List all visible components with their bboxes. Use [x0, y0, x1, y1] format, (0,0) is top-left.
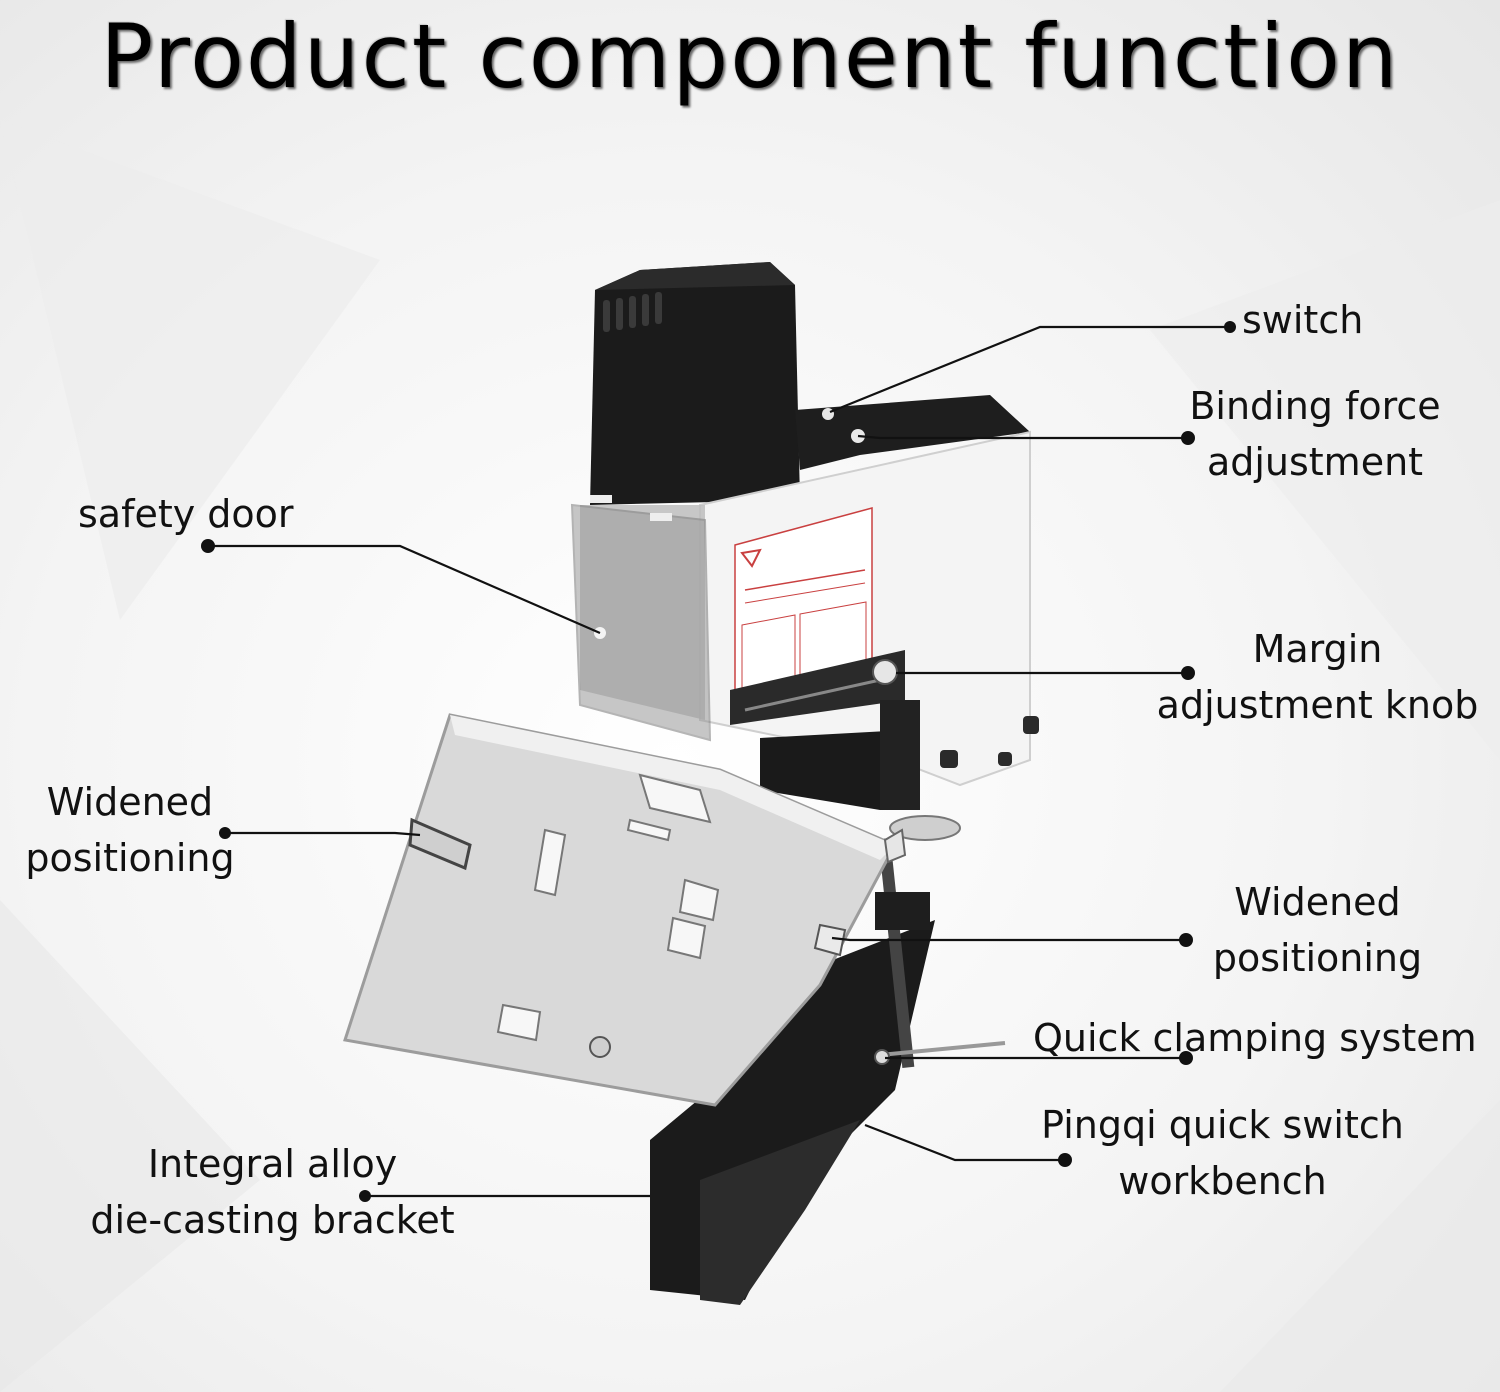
label-margin-knob-line2: adjustment knob [1156, 683, 1479, 727]
label-quick-clamping: Quick clamping system [1033, 1016, 1477, 1060]
label-pingqi-line1: Pingqi quick switch [1041, 1103, 1404, 1147]
label-binding-force-line1: Binding force [1189, 384, 1441, 428]
label-safety-door: safety door [78, 492, 294, 536]
vent-grille [603, 292, 662, 332]
label-binding-force: Binding force adjustment [1160, 378, 1470, 490]
label-widened-right-line1: Widened [1234, 880, 1401, 924]
label-widened-right-line2: positioning [1212, 936, 1423, 980]
margin-slider-arm [730, 650, 905, 725]
rear-shelf [795, 395, 1030, 470]
label-pingqi: Pingqi quick switch workbench [1025, 1097, 1420, 1209]
plate-slots [496, 773, 720, 1042]
label-margin-knob: Margin adjustment knob [1140, 621, 1495, 733]
page-title: Product component function [100, 5, 1400, 108]
label-pingqi-line2: workbench [1118, 1159, 1327, 1203]
switch-knob [822, 408, 834, 420]
label-switch: switch [1242, 298, 1364, 342]
margin-knob [872, 659, 898, 685]
label-widened-right: Widened positioning [1195, 874, 1440, 986]
label-bracket: Integral alloy die-casting bracket [75, 1136, 470, 1248]
label-bracket-line1: Integral alloy [147, 1142, 398, 1186]
right-guide [813, 923, 847, 957]
label-widened-left: Widened positioning [10, 774, 250, 886]
force-knob [851, 429, 865, 443]
left-guide-clip [408, 817, 472, 871]
label-binding-force-line2: adjustment [1206, 440, 1424, 484]
label-margin-knob-line1: Margin [1252, 627, 1383, 671]
safety-door [570, 503, 712, 742]
label-widened-left-line2: positioning [25, 836, 235, 880]
label-bracket-line2: die-casting bracket [90, 1198, 455, 1242]
label-widened-left-line1: Widened [46, 780, 214, 824]
